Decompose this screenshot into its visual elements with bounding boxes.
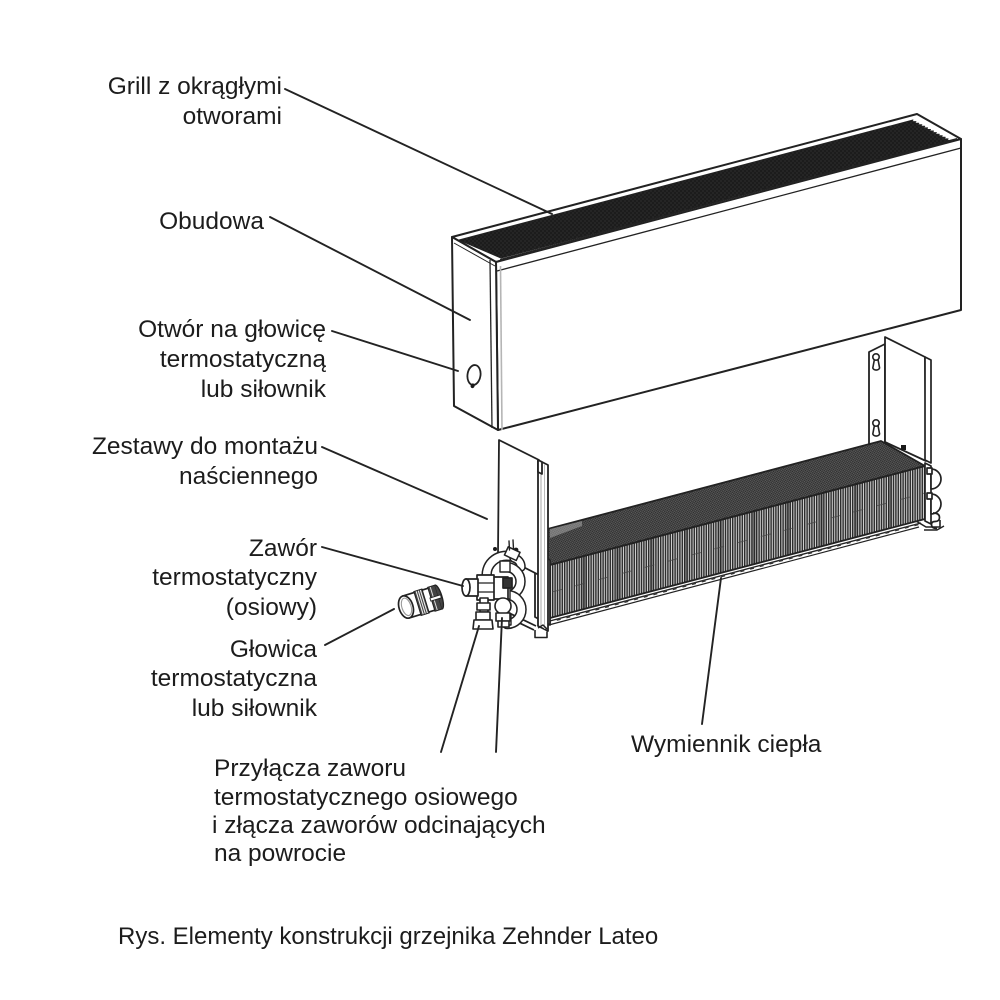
- svg-text:Zawór: Zawór: [249, 535, 317, 562]
- svg-text:Zestawy do montażu: Zestawy do montażu: [92, 433, 318, 460]
- svg-text:na powrocie: na powrocie: [214, 840, 346, 867]
- svg-text:i złącza zaworów odcinających: i złącza zaworów odcinających: [212, 812, 546, 839]
- svg-text:(osiowy): (osiowy): [226, 594, 317, 621]
- svg-text:termostatycznego osiowego: termostatycznego osiowego: [214, 784, 518, 811]
- svg-text:naściennego: naściennego: [179, 463, 318, 490]
- svg-text:termostatyczną: termostatyczną: [160, 346, 326, 373]
- svg-text:Grill z okrągłymi: Grill z okrągłymi: [108, 73, 282, 100]
- svg-text:otworami: otworami: [183, 103, 282, 130]
- svg-text:Otwór na głowicę: Otwór na głowicę: [138, 316, 326, 343]
- svg-text:Głowica: Głowica: [230, 636, 318, 663]
- svg-text:Obudowa: Obudowa: [159, 208, 264, 235]
- svg-text:lub siłownik: lub siłownik: [192, 695, 318, 722]
- svg-text:Wymiennik ciepła: Wymiennik ciepła: [631, 731, 822, 758]
- svg-text:Rys. Elementy konstrukcji grze: Rys. Elementy konstrukcji grzejnika Zehn…: [118, 923, 658, 950]
- svg-text:termostatyczny: termostatyczny: [152, 564, 317, 591]
- svg-text:lub siłownik: lub siłownik: [201, 376, 327, 403]
- svg-text:Przyłącza zaworu: Przyłącza zaworu: [214, 755, 406, 782]
- svg-text:termostatyczna: termostatyczna: [151, 665, 317, 692]
